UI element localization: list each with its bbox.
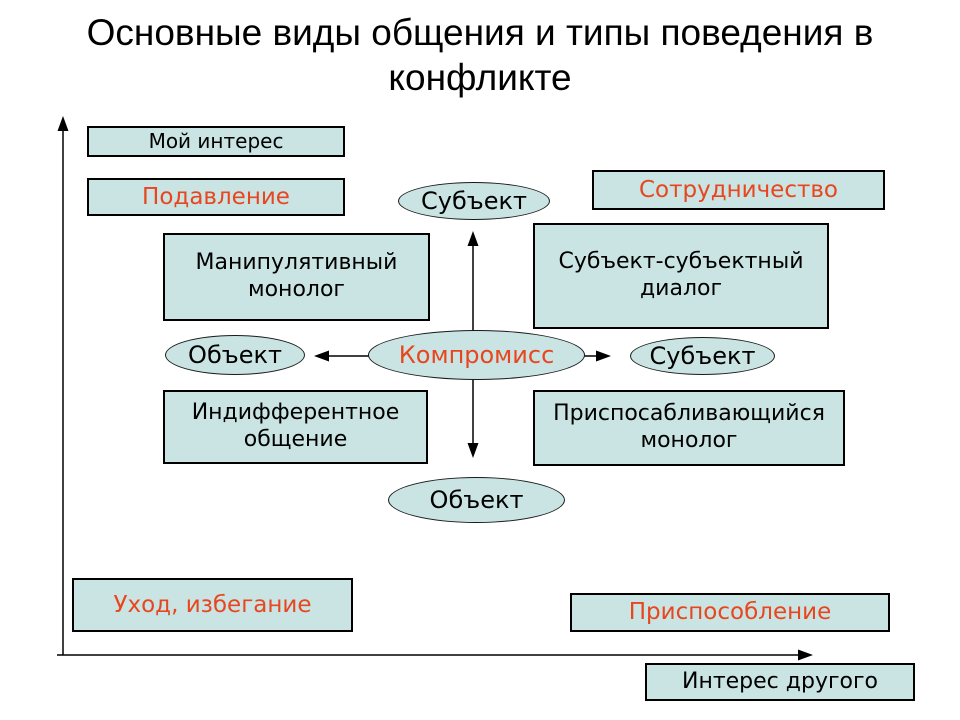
horizontal-arrow-left-head-icon [314,350,329,362]
box-other-interest: Интерес другого [645,663,915,701]
box-accommodation: Приспособление [570,593,890,632]
box-subject-subject-dialogue: Субъект-субъектный диалог [533,223,829,329]
box-suppression: Подавление [87,178,345,216]
ellipse-object-bottom: Объект [388,477,565,523]
vertical-arrow-down-head-icon [467,443,479,458]
x-axis-arrowhead-icon [798,649,813,661]
box-cooperation: Сотрудничество [592,170,885,210]
slide-title: Основные виды общения и типы поведения в… [86,12,874,99]
vertical-arrow-up-head-icon [467,231,479,246]
y-axis-arrowhead-icon [57,116,69,131]
box-avoidance: Уход, избегание [72,578,353,632]
box-indifferent-communication: Индифферентное общение [163,390,428,464]
box-adapting-monologue: Приспосабливающийся монолог [533,390,845,466]
ellipse-subject-top: Субъект [398,182,550,220]
ellipse-compromise: Компромисс [368,330,585,380]
horizontal-arrow-right-head-icon [596,350,611,362]
ellipse-object-left: Объект [165,335,305,375]
box-my-interest: Мой интерес [87,126,345,157]
box-manipulative-monologue: Манипулятивный монолог [163,233,430,321]
ellipse-subject-right: Субъект [630,337,775,375]
